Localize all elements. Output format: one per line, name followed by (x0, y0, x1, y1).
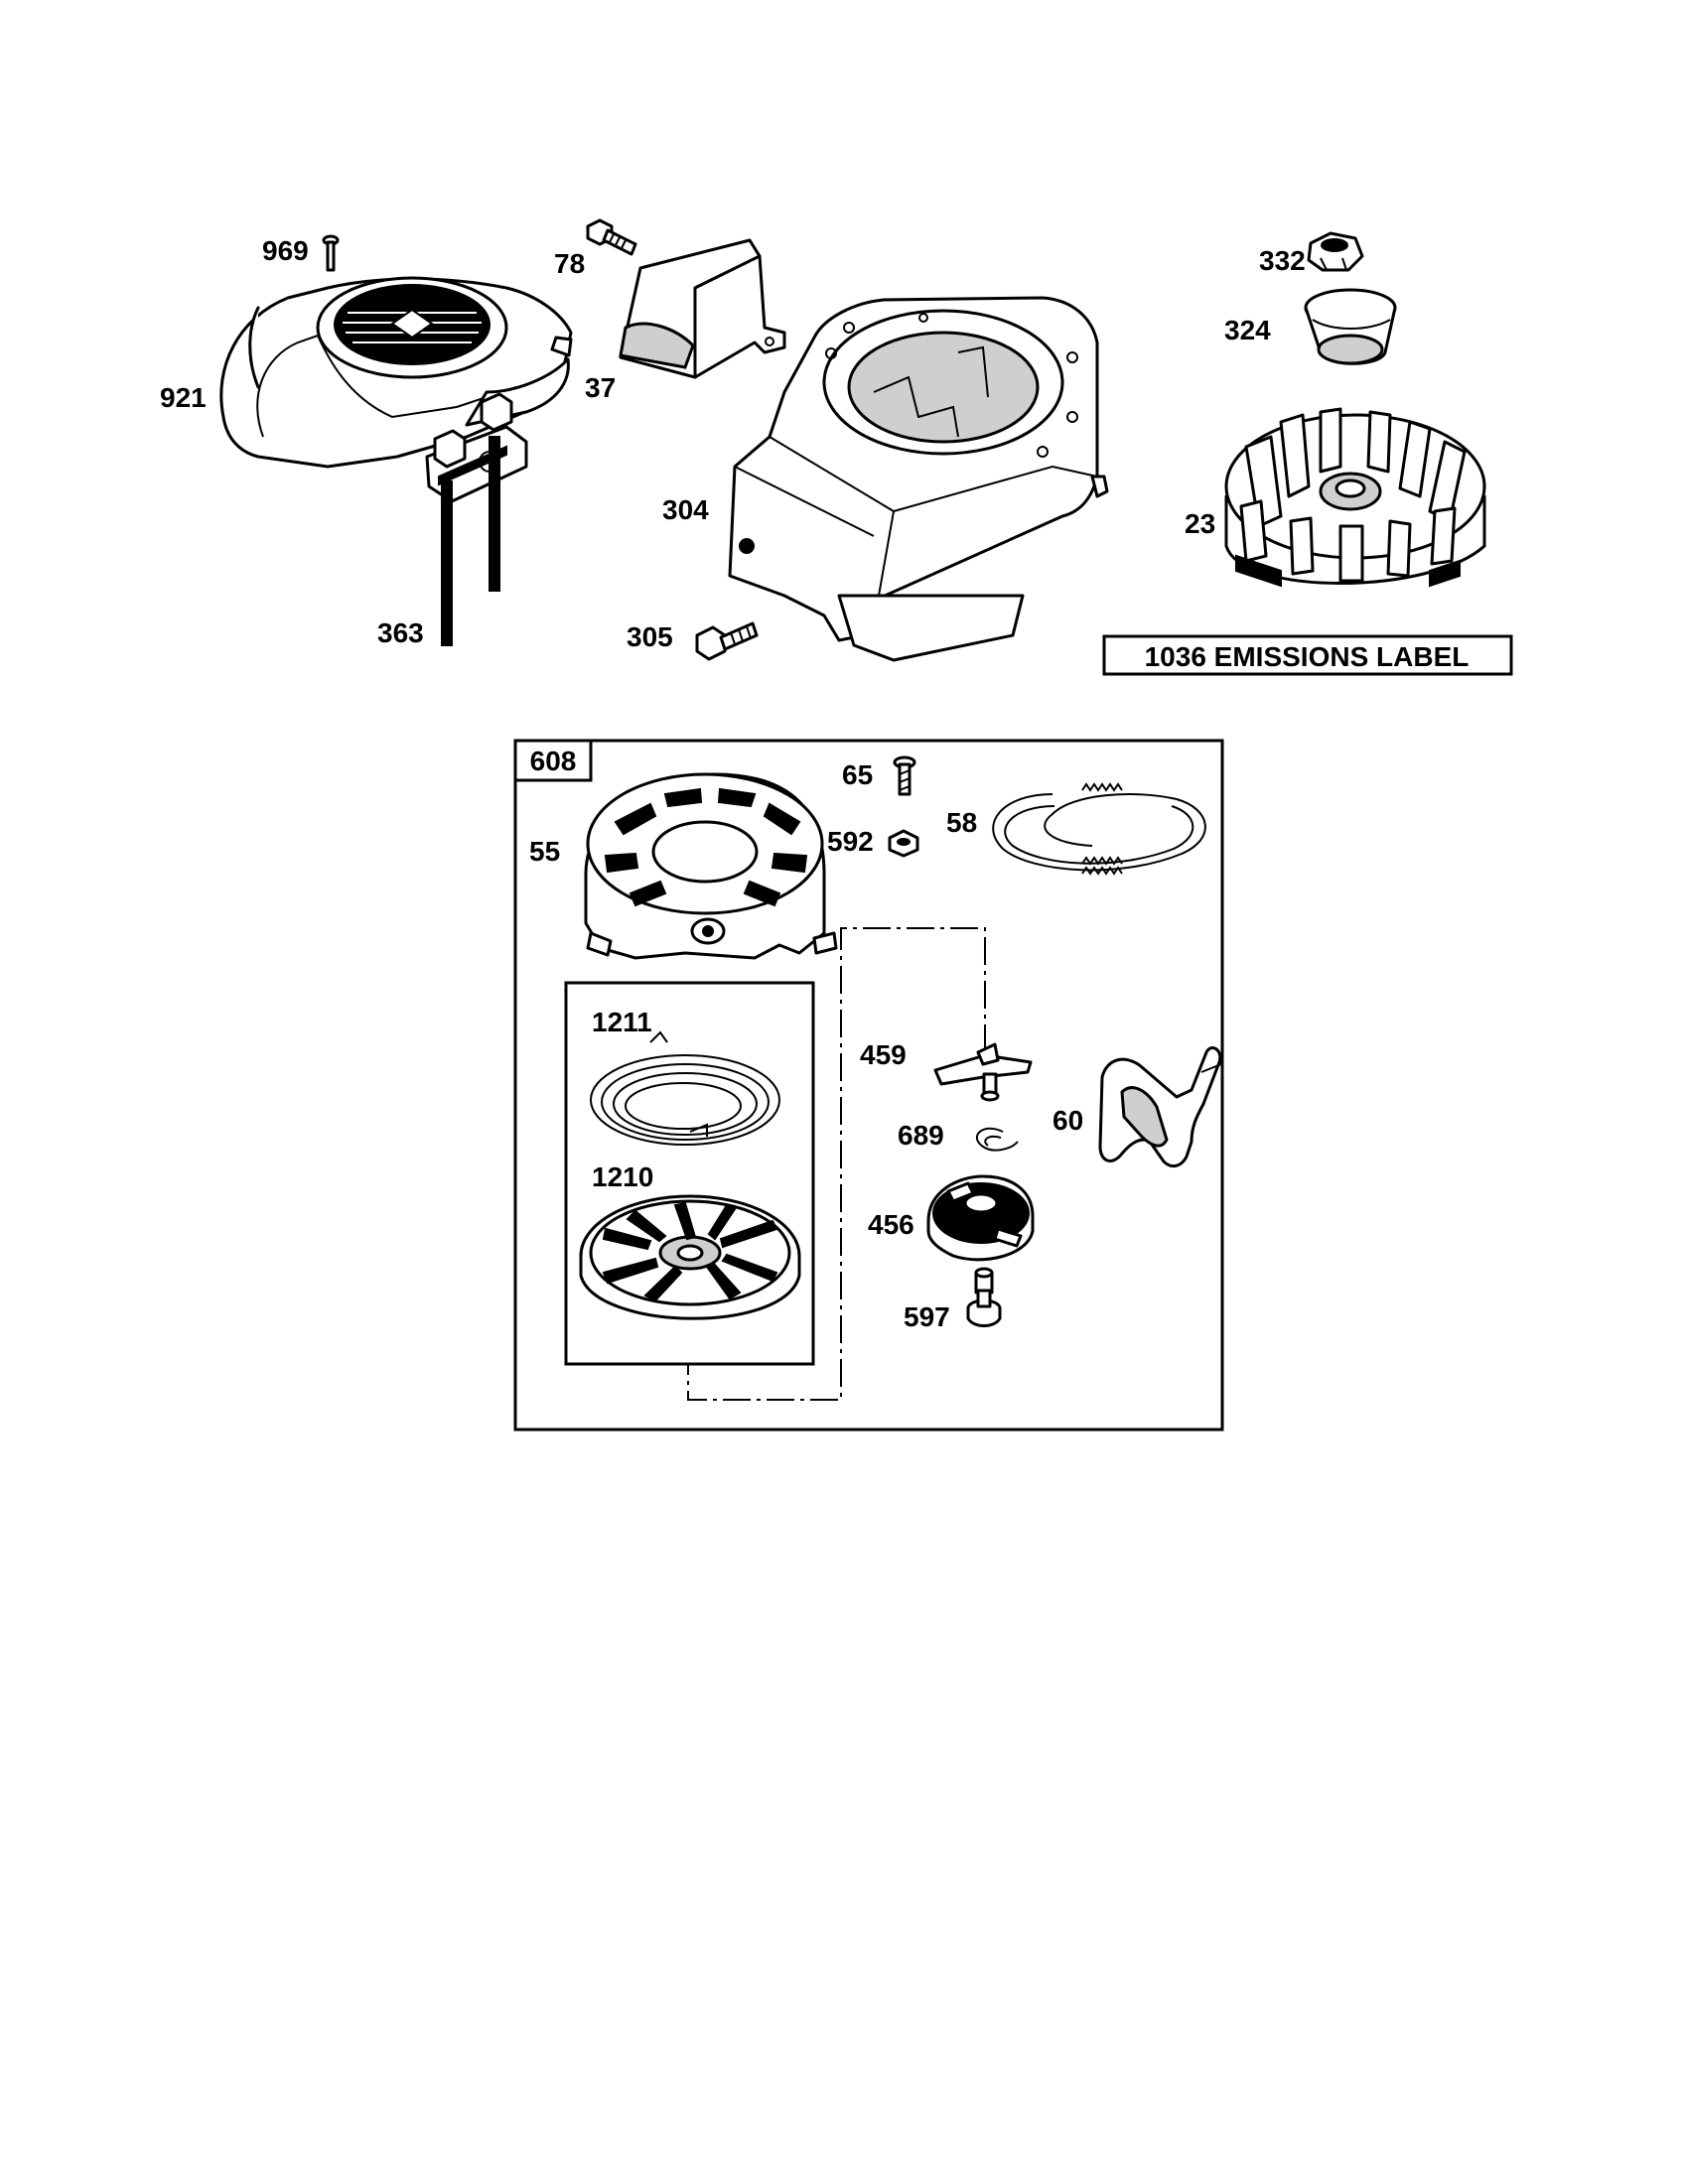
nut-332-drawing (1307, 231, 1364, 272)
part-label-592: 592 (827, 826, 874, 857)
air-guide-37-drawing (619, 238, 786, 379)
kit-608-label-box (513, 739, 593, 782)
part-label-921: 921 (160, 382, 207, 413)
emissions-label-text: 1036 EMISSIONS LABEL (1145, 641, 1470, 672)
cup-324-drawing (1304, 288, 1397, 365)
part-label-78: 78 (554, 248, 585, 279)
starter-housing-55-drawing (584, 772, 838, 960)
flywheel-23-drawing (1224, 407, 1486, 588)
part-label-304: 304 (662, 494, 709, 525)
part-label-456: 456 (868, 1209, 914, 1240)
pulley-1210-drawing (579, 1194, 801, 1320)
part-label-969: 969 (262, 235, 309, 266)
pawl-459-drawing (933, 1042, 1033, 1102)
part-label-58: 58 (946, 807, 977, 838)
part-label-459: 459 (860, 1039, 907, 1070)
rewind-starter-kit-frame (513, 739, 1224, 1432)
screw-65-drawing (893, 755, 916, 796)
part-label-37: 37 (585, 372, 616, 403)
part-label-23: 23 (1185, 508, 1215, 539)
retainer-ring-689-drawing (975, 1127, 1019, 1152)
screw-305-drawing (695, 621, 759, 661)
emissions-label-box (1102, 634, 1513, 676)
bolt-78-drawing (586, 218, 637, 256)
screw-969-drawing (322, 234, 340, 272)
part-label-689: 689 (898, 1120, 944, 1151)
ratchet-456-drawing (926, 1174, 1035, 1262)
starter-handle-60-drawing (1098, 1046, 1222, 1168)
part-label-55: 55 (529, 836, 560, 867)
part-label-332: 332 (1259, 245, 1306, 276)
pulley-spring-subframe (564, 981, 815, 1366)
blower-housing-304-drawing (728, 296, 1109, 662)
part-label-597: 597 (904, 1301, 950, 1332)
nut-592-drawing (888, 829, 919, 858)
recoil-spring-1211-drawing (590, 1030, 780, 1146)
part-label-60: 60 (1052, 1105, 1083, 1136)
pin-597-drawing (966, 1267, 1002, 1327)
part-label-1211: 1211 (592, 1007, 652, 1037)
part-label-363: 363 (377, 617, 424, 648)
part-label-608: 608 (530, 746, 577, 776)
part-label-305: 305 (627, 621, 673, 652)
part-label-1210: 1210 (592, 1161, 653, 1192)
connector-line (687, 927, 986, 1401)
part-label-65: 65 (842, 759, 873, 790)
bracket-363-drawing (425, 392, 528, 646)
part-label-324: 324 (1224, 315, 1271, 345)
starter-rope-58-drawing (992, 782, 1206, 876)
